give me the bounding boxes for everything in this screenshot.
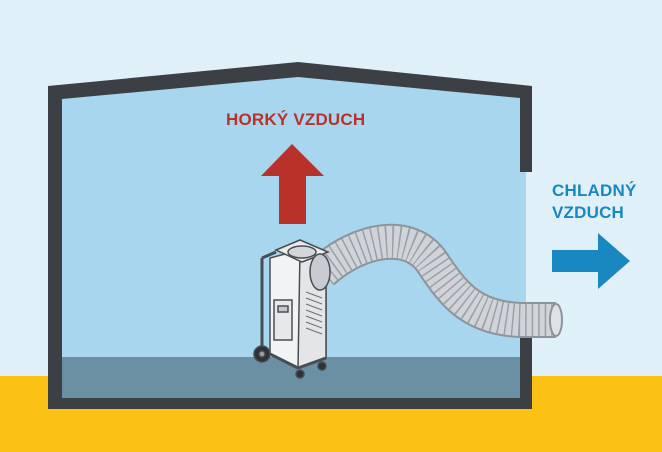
cold-air-label: CHLADNÝ VZDUCH: [552, 180, 637, 224]
hot-air-label: HORKÝ VZDUCH: [226, 110, 365, 130]
cold-air-label-line1: CHLADNÝ: [552, 180, 637, 202]
cold-air-label-line2: VZDUCH: [552, 202, 637, 224]
